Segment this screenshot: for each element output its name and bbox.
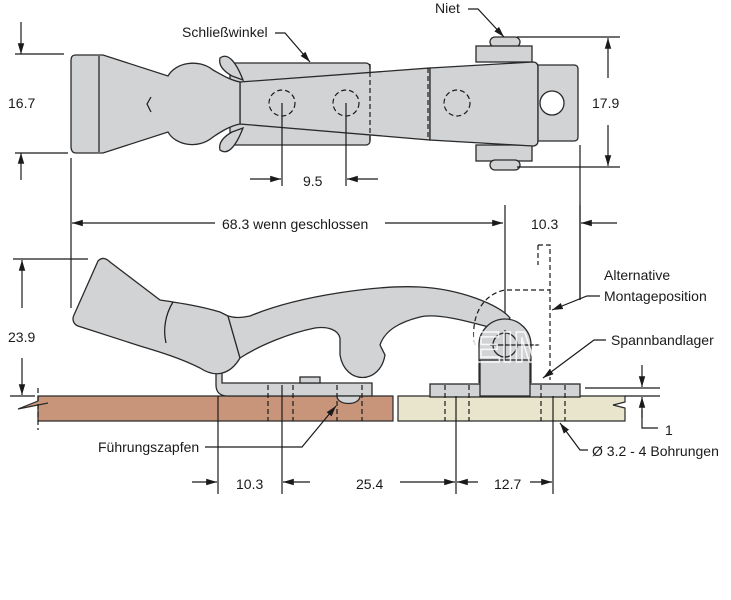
- dim-bottom-c: 12.7: [494, 476, 521, 492]
- side-view: 68.3 wenn geschlossen 10.3 23.9: [8, 145, 719, 494]
- hinge-top: [475, 45, 533, 63]
- dim-bottom-a: 10.3: [236, 476, 263, 492]
- label-alternative: Alternative: [604, 267, 670, 283]
- wood-panel-right: [397, 395, 626, 422]
- label-rivet: Niet: [435, 0, 460, 16]
- label-strap-bearing: Spannbandlager: [611, 332, 714, 348]
- label-closing-bracket: Schließwinkel: [182, 24, 268, 40]
- hinge-bottom: [475, 144, 533, 162]
- hook-bottom: [219, 126, 245, 153]
- dim-side-height: 23.9: [8, 329, 35, 345]
- dim-bearing-offset: 10.3: [531, 216, 558, 232]
- top-view: 16.7 17.9 9.5 Schließwinkel Niet: [8, 0, 620, 189]
- hook-top: [219, 55, 245, 82]
- bracket-base: [215, 315, 373, 397]
- lever-handle: [70, 54, 241, 154]
- dim-total-length: 68.3 wenn geschlossen: [222, 216, 368, 232]
- mounting-hole: [539, 90, 565, 116]
- label-guide-pin: Führungszapfen: [98, 439, 199, 455]
- guide-pin: [336, 395, 361, 405]
- label-mounting-position: Montageposition: [604, 288, 707, 304]
- guide-pin-top: [299, 376, 321, 384]
- dim-plate-thickness: 1: [665, 422, 673, 438]
- label-holes: Ø 3.2 - 4 Bohrungen: [592, 443, 719, 459]
- dim-top-height-right: 17.9: [592, 95, 619, 111]
- lever-end: [429, 61, 539, 147]
- side-lever-arm: [227, 286, 511, 379]
- rivet-bottom: [489, 159, 521, 171]
- dim-top-height-left: 16.7: [8, 95, 35, 111]
- side-handle: [72, 257, 241, 375]
- watermark: REIMO: [440, 323, 584, 372]
- dim-hole-spacing: 9.5: [303, 173, 323, 189]
- dim-bottom-b: 25.4: [356, 476, 383, 492]
